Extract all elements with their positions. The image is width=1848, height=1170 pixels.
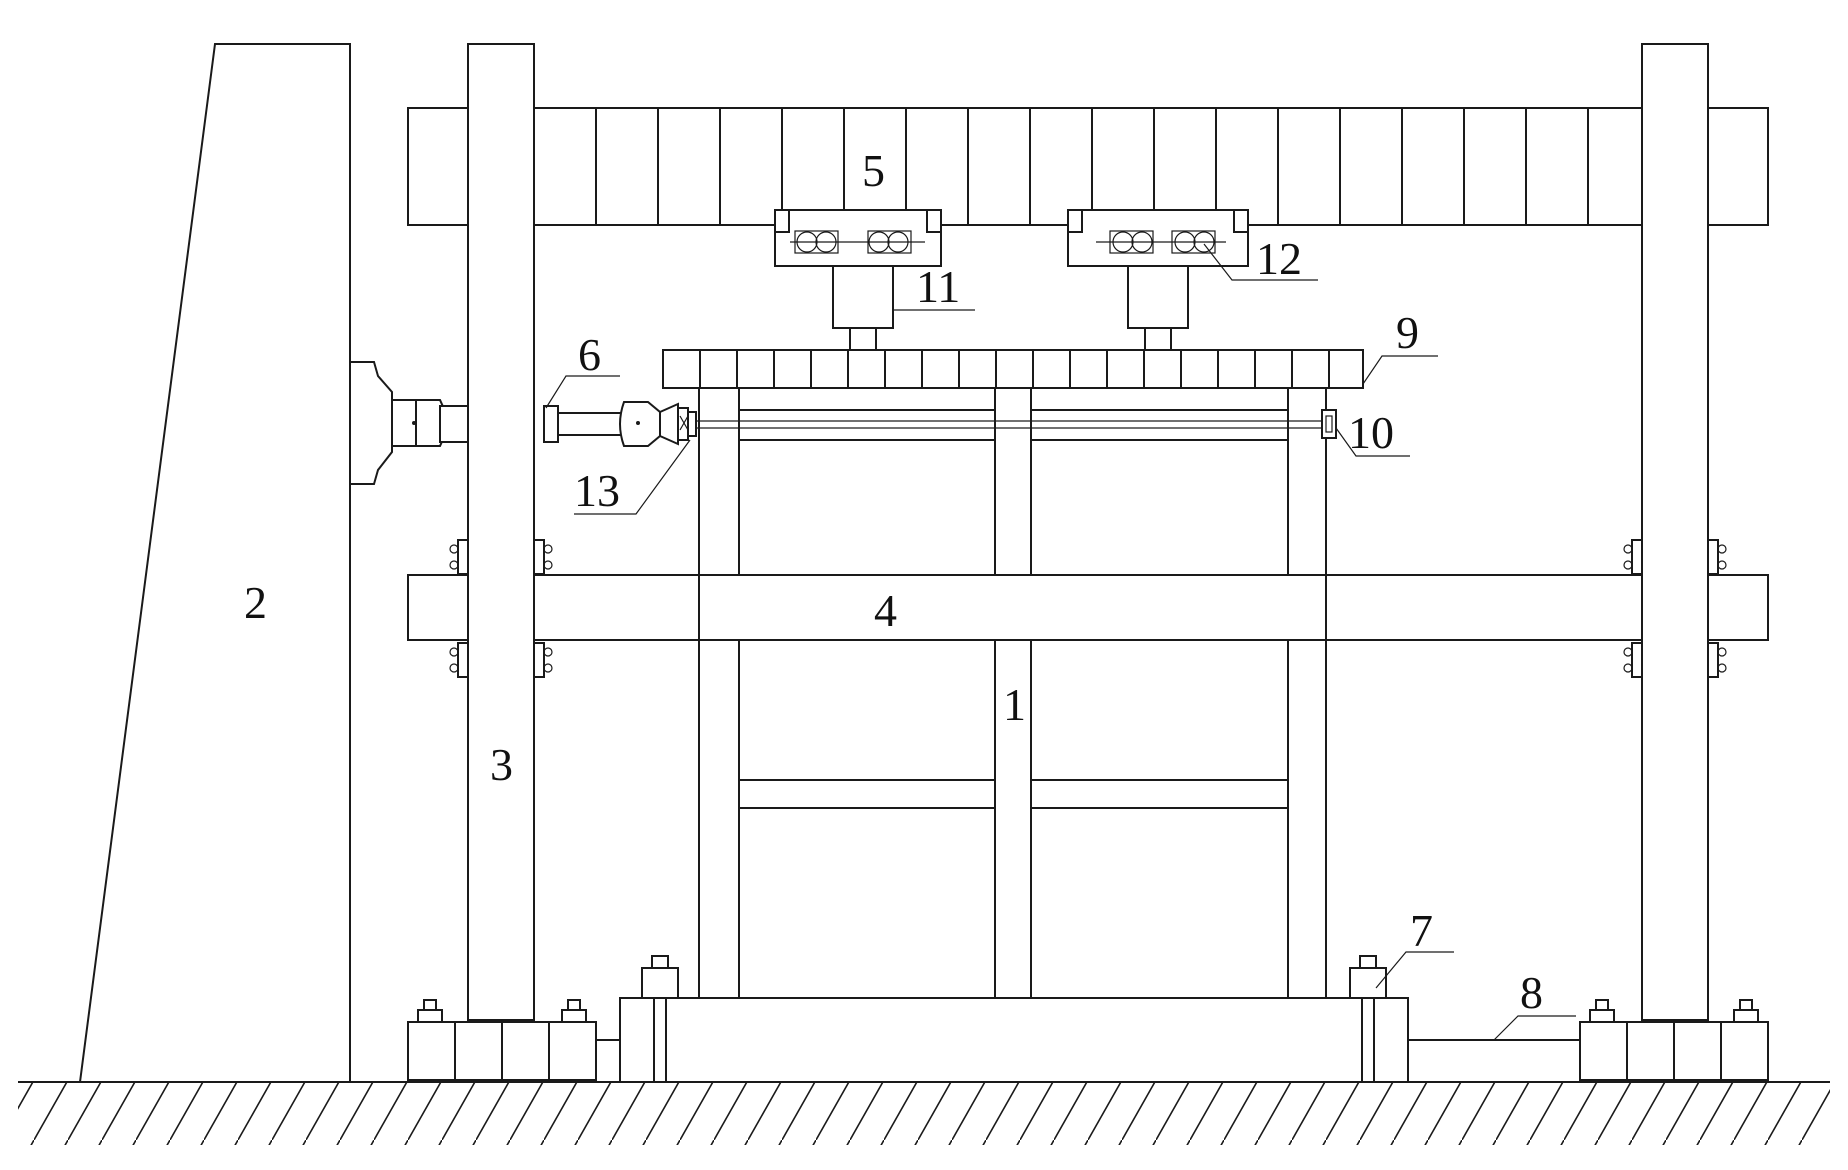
- clamp: [449, 539, 469, 575]
- anchor-bolts: [417, 955, 1759, 1082]
- anchor-bolt: [641, 955, 679, 1082]
- ground: [18, 1081, 1830, 1145]
- horizontal-actuator: [349, 361, 661, 485]
- label-12: 12: [1256, 233, 1302, 284]
- beam-clamps: [449, 539, 1727, 678]
- test-frame: [408, 387, 1768, 999]
- vertical-jack-right: [1067, 209, 1249, 351]
- actuator-coupling: [659, 402, 697, 446]
- clamp: [533, 642, 553, 678]
- top-beam: [407, 107, 1769, 226]
- anchor-bolt: [417, 999, 443, 1023]
- anchor-bolt: [1733, 999, 1759, 1023]
- reaction-wall: [78, 43, 351, 1083]
- part-labels: 1 2 3 4 5 6 7 8 9 10 11 12 13: [244, 145, 1543, 1018]
- label-1: 1: [1003, 679, 1026, 730]
- label-8: 8: [1520, 967, 1543, 1018]
- label-10: 10: [1348, 407, 1394, 458]
- clamp: [1623, 539, 1643, 575]
- clamp: [1707, 642, 1727, 678]
- anchor-bolt: [561, 999, 587, 1023]
- label-2: 2: [244, 577, 267, 628]
- foundation-beam: [595, 997, 1581, 1083]
- column-base-right: [1579, 1021, 1769, 1081]
- label-3: 3: [490, 739, 513, 790]
- clamp: [1707, 539, 1727, 575]
- tie-rod: [690, 409, 1337, 439]
- reaction-column-left: [467, 43, 535, 1021]
- label-7: 7: [1410, 905, 1433, 956]
- label-4: 4: [874, 585, 897, 636]
- distribution-beam: [662, 349, 1364, 389]
- column-base-left: [407, 1021, 597, 1081]
- label-6: 6: [578, 329, 601, 380]
- reaction-column-right: [1641, 43, 1709, 1021]
- clamp: [533, 539, 553, 575]
- clamp: [1623, 642, 1643, 678]
- label-13: 13: [574, 465, 620, 516]
- clamp: [449, 642, 469, 678]
- label-5: 5: [862, 145, 885, 196]
- label-9: 9: [1396, 307, 1419, 358]
- leader-lines: [545, 243, 1576, 1041]
- vertical-jack-left: [774, 209, 942, 351]
- anchor-bolt: [1589, 999, 1615, 1023]
- label-11: 11: [916, 261, 960, 312]
